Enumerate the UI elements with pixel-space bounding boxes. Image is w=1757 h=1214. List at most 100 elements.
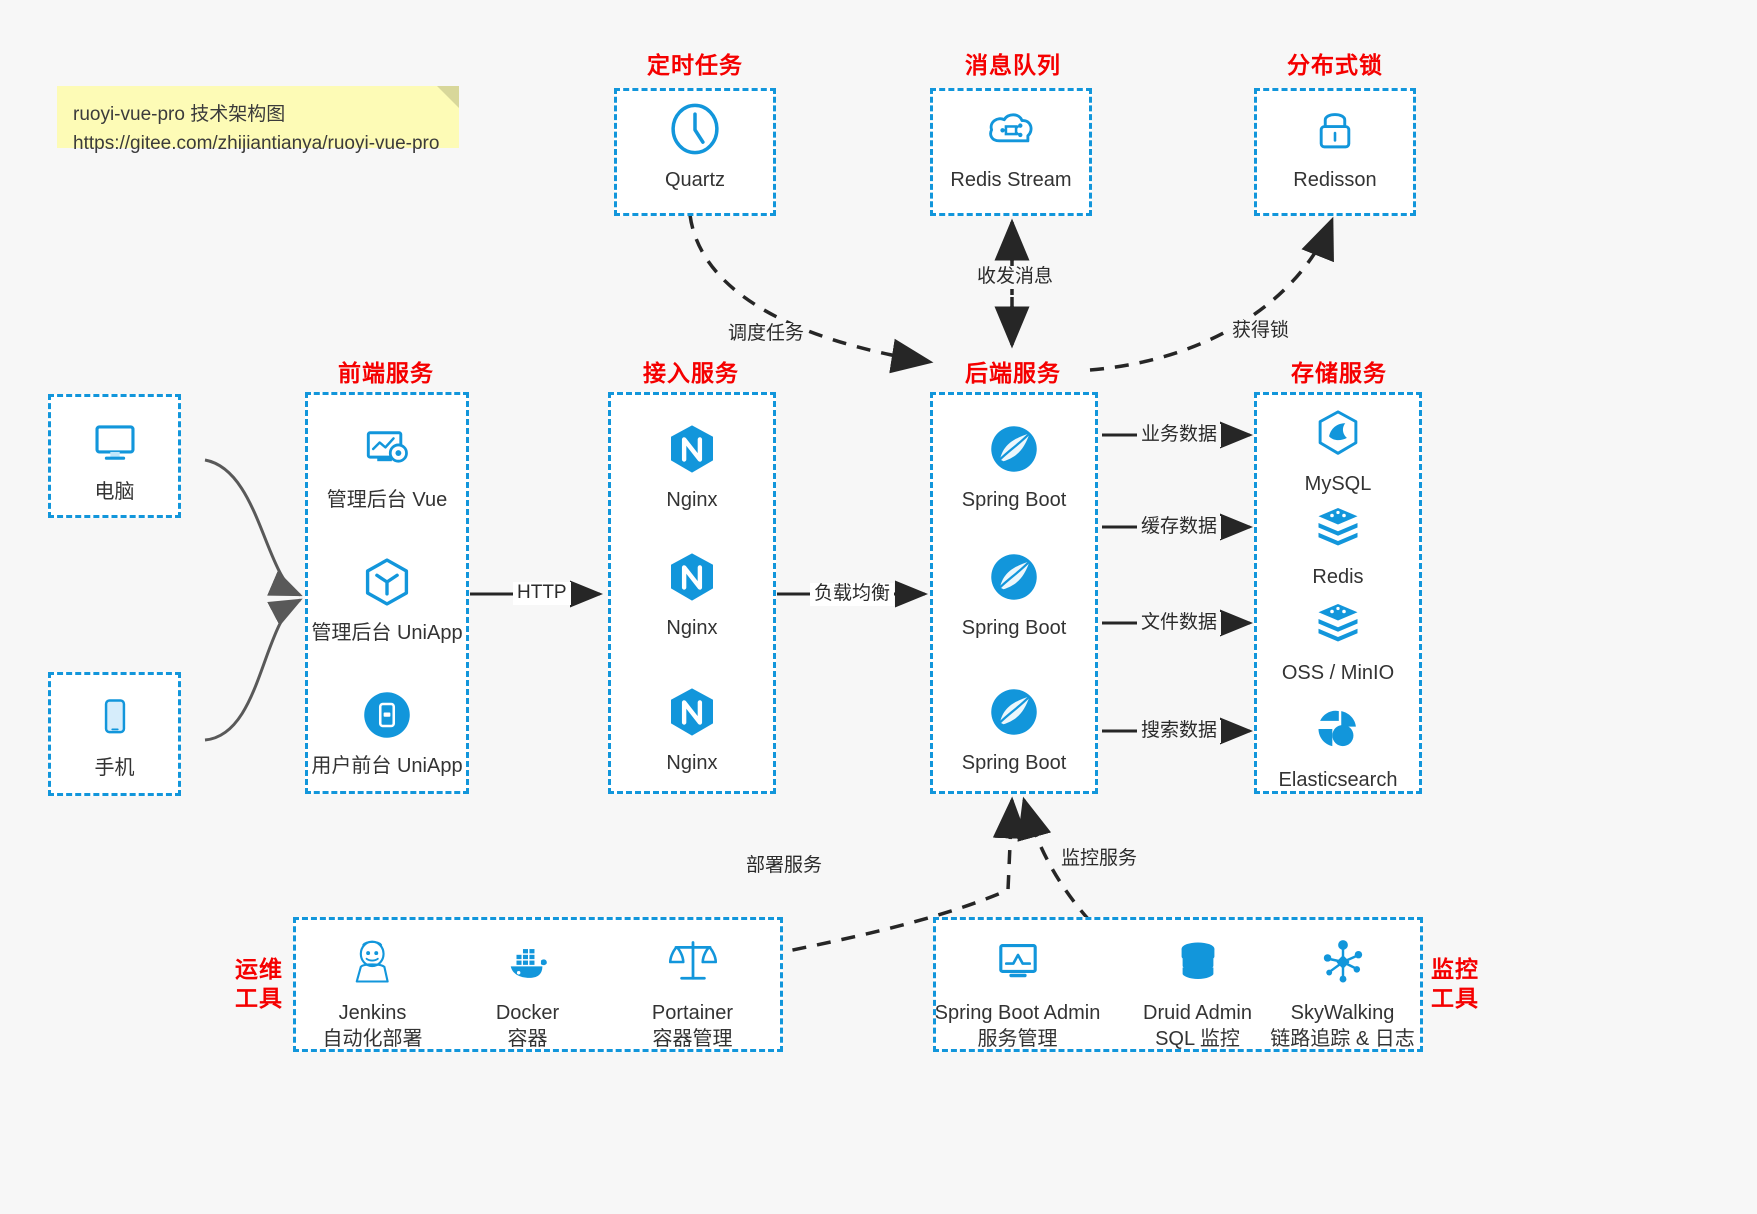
node-jenkins[interactable]: Jenkins 自动化部署 (300, 933, 445, 1052)
group-title-monitor-line2: 工具 (1431, 984, 1479, 1011)
app-icon (358, 686, 416, 744)
edge-label-monitor-service: 监控服务 (1057, 848, 1142, 871)
client-box-mobile (48, 672, 181, 796)
node-spring-boot-2[interactable]: Spring Boot (930, 548, 1098, 641)
group-title-mq: 消息队列 (965, 52, 1061, 78)
node-nginx-3[interactable]: Nginx (608, 683, 776, 776)
edge-label-search-data: 搜索数据 (1137, 720, 1222, 743)
node-mysql[interactable]: MySQL (1254, 404, 1422, 497)
node-label: Redis Stream (950, 169, 1072, 191)
node-quartz[interactable]: Quartz (615, 100, 775, 193)
lock-group-box (1254, 88, 1416, 216)
node-computer[interactable]: 电脑 (48, 412, 181, 505)
node-label: Spring Boot (961, 752, 1067, 774)
clock-icon (666, 100, 724, 158)
edge-label-cache-data: 缓存数据 (1137, 516, 1222, 539)
elasticsearch-icon (1309, 700, 1367, 758)
node-mobile[interactable]: 手机 (48, 688, 181, 781)
node-label: MySQL (1304, 473, 1372, 495)
node-label: 用户前台 UniApp (311, 755, 463, 777)
note-line-1: ruoyi-vue-pro 技术架构图 (73, 104, 286, 125)
database-icon (1169, 933, 1227, 991)
node-skywalking[interactable]: SkyWalking 链路追踪 & 日志 (1265, 933, 1420, 1052)
node-label: Spring Boot (961, 617, 1067, 639)
node-label: Portainer (651, 1002, 734, 1024)
node-label: Nginx (666, 752, 718, 774)
dashboard-icon (358, 420, 416, 478)
mysql-icon (1309, 404, 1367, 462)
group-title-devops: 运维 工具 (228, 955, 290, 1013)
node-label: Nginx (666, 489, 718, 511)
group-title-backend: 后端服务 (965, 360, 1061, 386)
node-label: Nginx (666, 617, 718, 639)
lock-icon (1306, 100, 1364, 158)
node-sublabel: 链路追踪 & 日志 (1270, 1028, 1415, 1050)
node-nginx-1[interactable]: Nginx (608, 420, 776, 513)
node-label: Elasticsearch (1278, 769, 1398, 791)
desktop-icon (86, 412, 144, 470)
nginx-icon (663, 683, 721, 741)
edge-label-http: HTTP (513, 582, 571, 605)
node-sublabel: 容器管理 (652, 1028, 733, 1050)
node-redisson[interactable]: Redisson (1255, 100, 1415, 193)
node-admin-vue[interactable]: 管理后台 Vue (305, 420, 469, 513)
group-title-storage: 存储服务 (1291, 360, 1387, 386)
group-title-monitor-line1: 监控 (1431, 956, 1479, 982)
node-spring-boot-1[interactable]: Spring Boot (930, 420, 1098, 513)
note-fold-corner (437, 86, 459, 108)
group-title-devops-line1: 运维 (235, 956, 283, 982)
client-box-computer (48, 394, 181, 518)
edge-label-deploy-service: 部署服务 (742, 855, 827, 878)
node-sublabel: SQL 监控 (1155, 1028, 1240, 1050)
nginx-icon (663, 548, 721, 606)
edge-label-load-balance: 负载均衡 (810, 583, 895, 606)
node-label: Redis (1312, 566, 1364, 588)
node-label: OSS / MinIO (1281, 662, 1395, 684)
node-label: Redisson (1293, 169, 1377, 191)
node-label: Jenkins (338, 1002, 407, 1024)
node-oss-minio[interactable]: OSS / MinIO (1254, 593, 1422, 686)
edge-label-business-data: 业务数据 (1137, 424, 1222, 447)
docker-icon (499, 933, 557, 991)
node-spring-boot-3[interactable]: Spring Boot (930, 683, 1098, 776)
node-spring-boot-admin[interactable]: Spring Boot Admin 服务管理 (930, 933, 1105, 1052)
node-portainer[interactable]: Portainer 容器管理 (620, 933, 765, 1052)
edge-label-schedule-task: 调度任务 (724, 323, 809, 346)
node-redis-stream[interactable]: Redis Stream (931, 100, 1091, 193)
edge-label-acquire-lock: 获得锁 (1228, 320, 1294, 343)
node-label: SkyWalking (1290, 1002, 1395, 1024)
node-label: 管理后台 UniApp (311, 622, 463, 644)
spring-icon (985, 683, 1043, 741)
node-label: Spring Boot Admin (934, 1002, 1101, 1024)
node-label: Druid Admin (1143, 1002, 1252, 1024)
mobile-icon (86, 688, 144, 746)
cube-icon (358, 553, 416, 611)
group-title-monitor: 监控 工具 (1424, 955, 1486, 1013)
node-elasticsearch[interactable]: Elasticsearch (1254, 700, 1422, 793)
group-title-devops-line2: 工具 (235, 984, 283, 1011)
mq-group-box (930, 88, 1092, 216)
redis-icon (1309, 497, 1367, 555)
node-admin-uniapp[interactable]: 管理后台 UniApp (305, 553, 469, 646)
node-nginx-2[interactable]: Nginx (608, 548, 776, 641)
group-title-frontend: 前端服务 (338, 360, 434, 386)
edge-label-send-receive-msg: 收发消息 (973, 266, 1058, 289)
spring-icon (985, 420, 1043, 478)
nginx-icon (663, 420, 721, 478)
node-sublabel: 服务管理 (977, 1028, 1058, 1050)
oss-icon (1309, 593, 1367, 651)
jenkins-icon (344, 933, 402, 991)
group-title-scheduler: 定时任务 (647, 52, 743, 78)
node-docker[interactable]: Docker 容器 (455, 933, 600, 1052)
node-label: 管理后台 Vue (326, 489, 448, 511)
node-user-uniapp[interactable]: 用户前台 UniApp (305, 686, 469, 779)
scales-icon (664, 933, 722, 991)
node-redis[interactable]: Redis (1254, 497, 1422, 590)
sticky-note: ruoyi-vue-pro 技术架构图 https://gitee.com/zh… (57, 86, 459, 154)
node-druid-admin[interactable]: Druid Admin SQL 监控 (1120, 933, 1275, 1052)
node-sublabel: 自动化部署 (322, 1028, 423, 1050)
node-label: Docker (495, 1002, 560, 1024)
node-label: 手机 (94, 757, 135, 779)
node-sublabel: 容器 (507, 1028, 548, 1050)
